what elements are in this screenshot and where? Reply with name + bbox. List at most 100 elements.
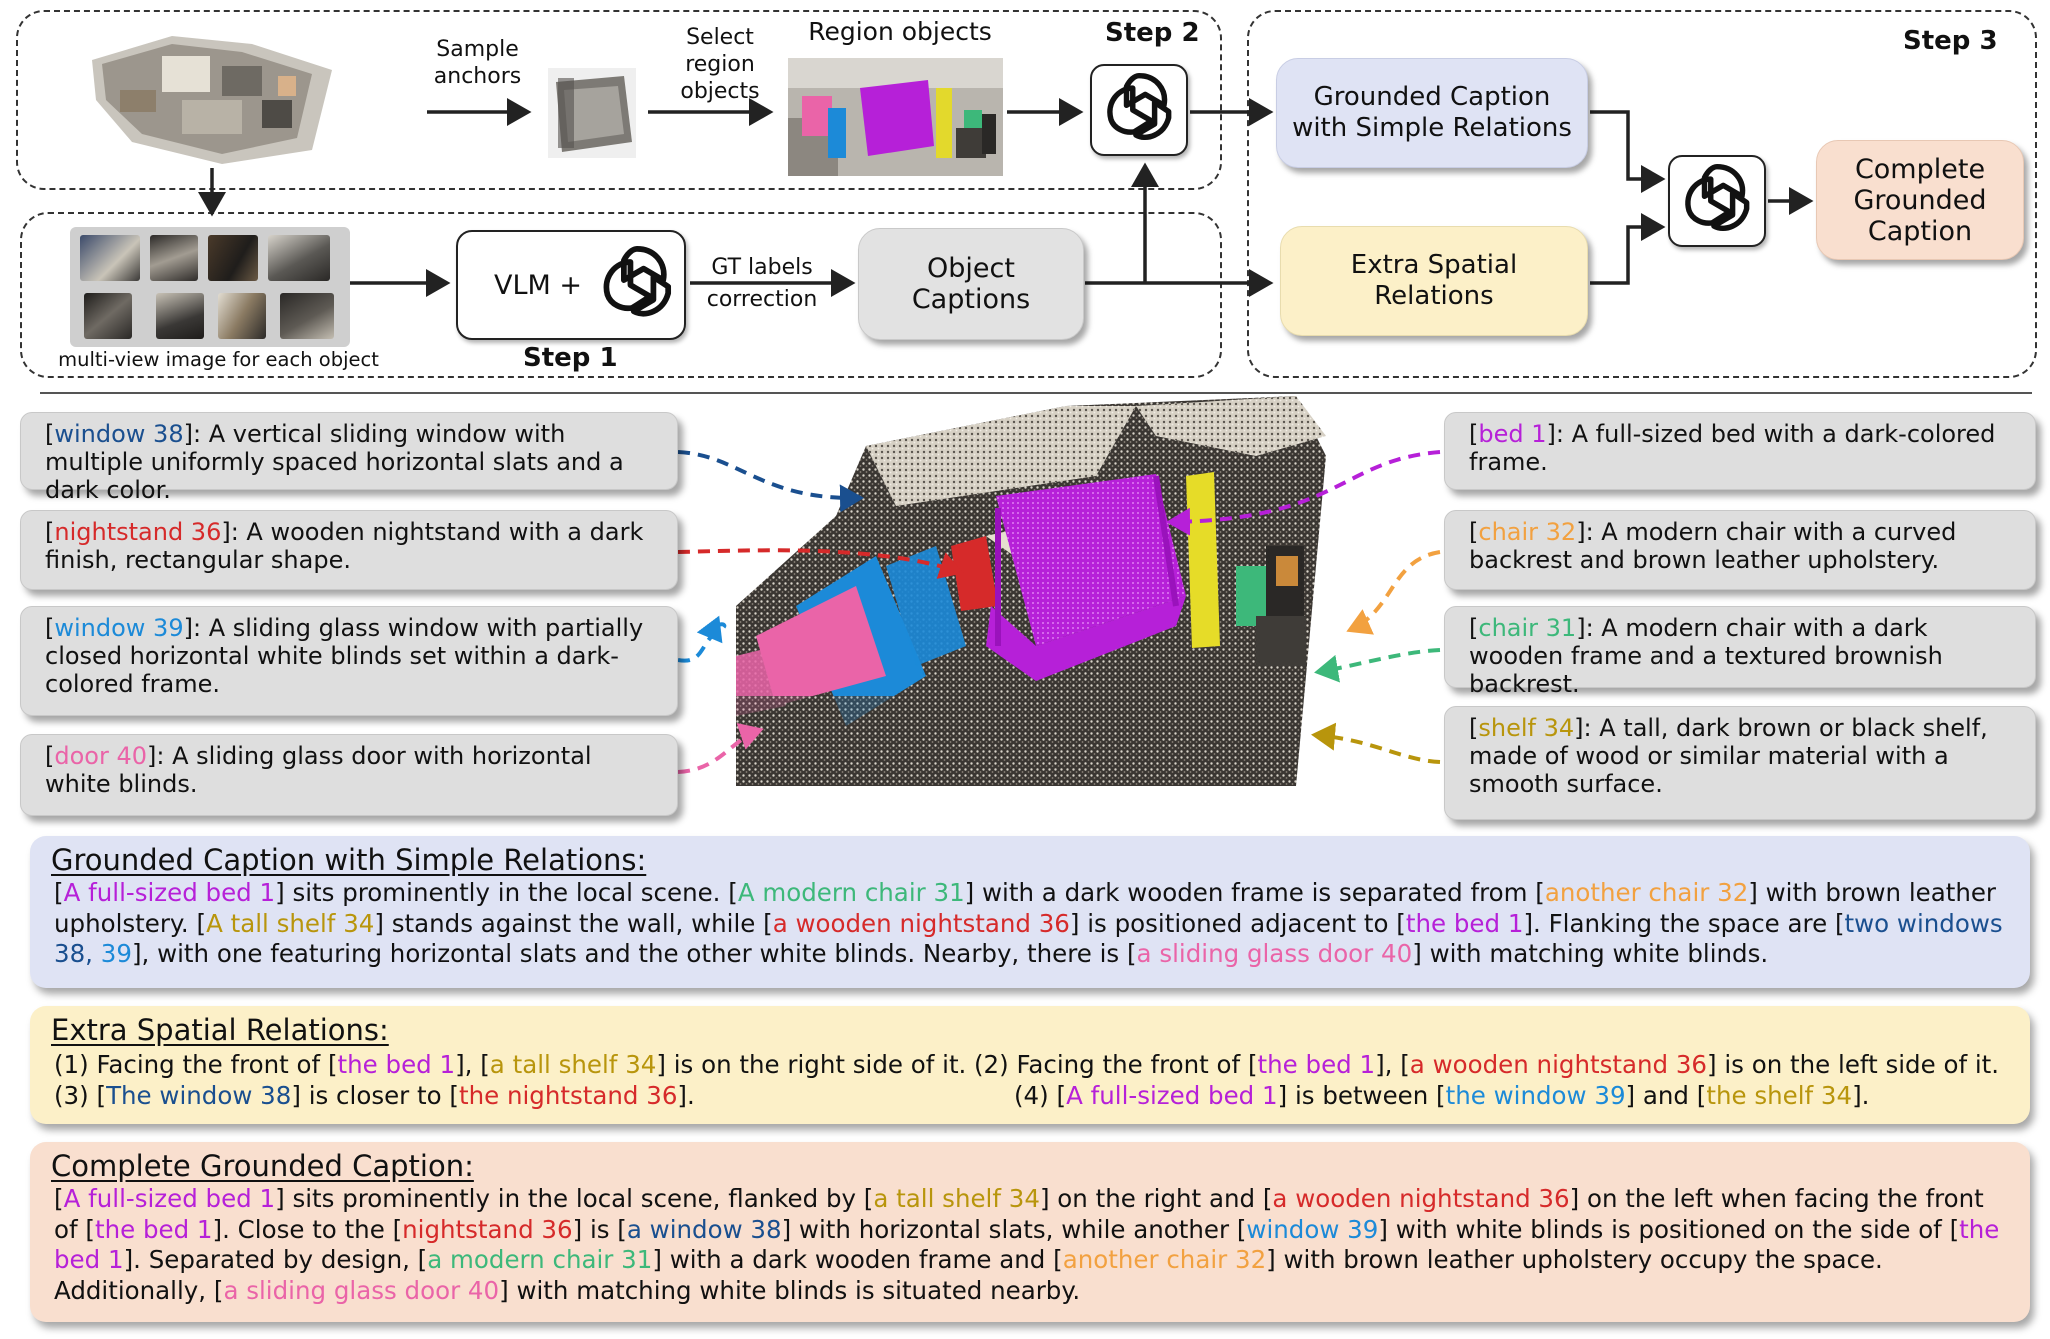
object-mention-door: a sliding glass door 40 xyxy=(223,1275,500,1305)
caption-text-segment: ], [ xyxy=(1375,1050,1410,1079)
gpt-logo-icon xyxy=(1685,163,1750,232)
object-description-door-40: [door 40]: A sliding glass door with hor… xyxy=(20,734,678,816)
step2-region xyxy=(16,10,1222,190)
object-mention-bed: the bed 1 xyxy=(1257,1050,1376,1079)
step1-label: Step 1 xyxy=(523,343,618,373)
bracket: [ xyxy=(45,420,55,448)
step3-region xyxy=(1247,10,2037,378)
bracket: [ xyxy=(1469,614,1479,642)
connector-nightstand36 xyxy=(677,548,964,579)
object-description-text: : A wooden nightstand with a dark finish… xyxy=(45,518,644,574)
object-mention-win39: the window 39 xyxy=(1445,1081,1626,1110)
caption-text-segment: [ xyxy=(54,878,64,907)
object-tag: window 38 xyxy=(54,420,184,448)
multiview-thumb xyxy=(268,235,330,281)
object-mention-win39: 39 xyxy=(92,939,132,968)
multiview-images xyxy=(70,227,350,347)
object-tag: door 40 xyxy=(54,742,148,770)
object-description-window-38: [window 38]: A vertical sliding window w… xyxy=(20,412,678,504)
caption-text-segment: ] sits prominently in the local scene, f… xyxy=(275,1184,874,1213)
object-mention-bed: the bed 1 xyxy=(54,1214,2000,1275)
caption-text-segment: (3) [ xyxy=(54,1081,107,1110)
extra-relation-3: (3) [The window 38] is closer to [the ni… xyxy=(54,1081,695,1112)
bracket: ] xyxy=(183,420,193,448)
multiview-thumb xyxy=(156,293,204,339)
caption-text-segment: ] is on the left side of it. xyxy=(1707,1050,2000,1079)
connector-window38 xyxy=(677,450,864,513)
connector-bed1 xyxy=(1166,450,1441,536)
object-mention-shelf: a tall shelf 34 xyxy=(873,1184,1040,1213)
region-objects-image xyxy=(788,58,1003,176)
multiview-thumb xyxy=(218,293,266,339)
object-mention-win38: a window 38 xyxy=(626,1214,782,1244)
object-mention-win39: window 39 xyxy=(1246,1214,1379,1244)
object-captions-box: Object Captions xyxy=(858,228,1084,340)
extra-relations-title: Extra Spatial Relations: xyxy=(51,1013,389,1047)
scene-pointcloud-image xyxy=(92,36,332,164)
caption-text-segment: ] with brown leather upholstery. [ xyxy=(54,878,1996,938)
caption-text-segment: ] is [ xyxy=(572,1214,627,1244)
select-region-label: Select region objects xyxy=(680,25,760,104)
object-mention-chair31: A modern chair 31 xyxy=(737,878,965,907)
caption-text-segment: ] is positioned adjacent to [ xyxy=(1069,908,1406,938)
object-description-bed-1: [bed 1]: A full-sized bed with a dark-co… xyxy=(1444,412,2036,490)
caption-text-segment: ] with a dark wooden frame is separated … xyxy=(964,878,1545,907)
object-mention-shelf: A tall shelf 34 xyxy=(206,908,375,938)
object-description-text: : A sliding glass door with horizontal w… xyxy=(45,742,592,798)
bracket: ] xyxy=(1574,714,1584,742)
caption-text-segment: ] with brown leather upholstery occupy t… xyxy=(54,1245,1883,1305)
connector-door40 xyxy=(677,723,764,774)
object-description-text: : A vertical sliding window with multipl… xyxy=(45,420,624,504)
extra-relations-panel: Extra Spatial Relations: (1) Facing the … xyxy=(30,1006,2030,1124)
multiview-caption: multi-view image for each object xyxy=(58,348,379,371)
caption-text-segment: ] with matching white blinds is situated… xyxy=(499,1275,1081,1305)
object-tag: shelf 34 xyxy=(1478,714,1575,742)
extra-relation-2: (2) Facing the front of [the bed 1], [a … xyxy=(974,1050,1999,1081)
complete-caption-box: Complete Grounded Caption xyxy=(1816,140,2024,260)
caption-text-segment: ]. Close to the [ xyxy=(212,1214,403,1244)
complete-caption-title: Complete Grounded Caption: xyxy=(51,1149,474,1183)
object-mention-chair32: another chair 32 xyxy=(1062,1245,1267,1274)
multiview-thumb xyxy=(208,235,258,281)
caption-text-segment: ] sits prominently in the local scene. [ xyxy=(275,878,738,907)
arrow-extra-to-gpt3 xyxy=(1590,213,1666,285)
caption-text-segment: ] on the left when facing the front of [ xyxy=(54,1184,1984,1244)
description-connectors xyxy=(677,450,1441,774)
object-description-text: : A modern chair with a dark wooden fram… xyxy=(1469,614,1943,698)
bracket: ] xyxy=(221,518,231,546)
bracket: [ xyxy=(45,518,55,546)
caption-text-segment: ] stands against the wall, while [ xyxy=(374,908,773,938)
caption-text-segment: (1) Facing the front of [ xyxy=(54,1050,338,1079)
object-mention-night: the nightstand 36 xyxy=(458,1081,678,1110)
vlm-label: VLM + xyxy=(494,269,583,301)
object-mention-shelf: the shelf 34 xyxy=(1706,1081,1853,1110)
object-description-chair-32: [chair 32]: A modern chair with a curved… xyxy=(1444,510,2036,590)
center-pointcloud-image xyxy=(736,396,1326,786)
object-mention-night: a wooden nightstand 36 xyxy=(1272,1184,1570,1213)
object-mention-bed: A full-sized bed 1 xyxy=(1066,1081,1278,1110)
caption-text-segment: ]. xyxy=(1852,1081,1870,1110)
step3-label: Step 3 xyxy=(1903,26,1998,56)
extra-relation-1: (1) Facing the front of [the bed 1], [a … xyxy=(54,1050,966,1081)
bracket: ] xyxy=(1576,614,1586,642)
object-mention-bed: A full-sized bed 1 xyxy=(63,1184,276,1213)
object-mention-night: a wooden nightstand 36 xyxy=(1409,1050,1708,1079)
caption-text-segment: ]. xyxy=(677,1081,695,1110)
bracket: [ xyxy=(45,742,55,770)
bracket: [ xyxy=(1469,420,1479,448)
caption-text-segment: ]. Flanking the space are [ xyxy=(1523,908,1845,938)
pipeline-arrows xyxy=(198,98,1814,297)
caption-text-segment: ], with one featuring horizontal slats a… xyxy=(131,939,1137,968)
caption-text-segment: ] with a dark wooden frame and [ xyxy=(652,1245,1063,1274)
multiview-thumb xyxy=(150,235,198,281)
caption-text-segment: ] with horizontal slats, while another [ xyxy=(781,1214,1247,1244)
extra-spatial-box: Extra Spatial Relations xyxy=(1280,226,1588,336)
caption-text-segment: ] is between [ xyxy=(1277,1081,1446,1110)
caption-text-segment: (4) [ xyxy=(1014,1081,1067,1110)
bracket: ] xyxy=(1546,420,1556,448)
grounded-caption-text: [A full-sized bed 1] sits prominently in… xyxy=(54,878,2014,970)
multiview-thumb xyxy=(84,293,132,339)
step2-label: Step 2 xyxy=(1105,18,1200,48)
gpt-box-step2 xyxy=(1090,64,1188,156)
sample-anchors-label: Sample anchors xyxy=(433,37,522,89)
